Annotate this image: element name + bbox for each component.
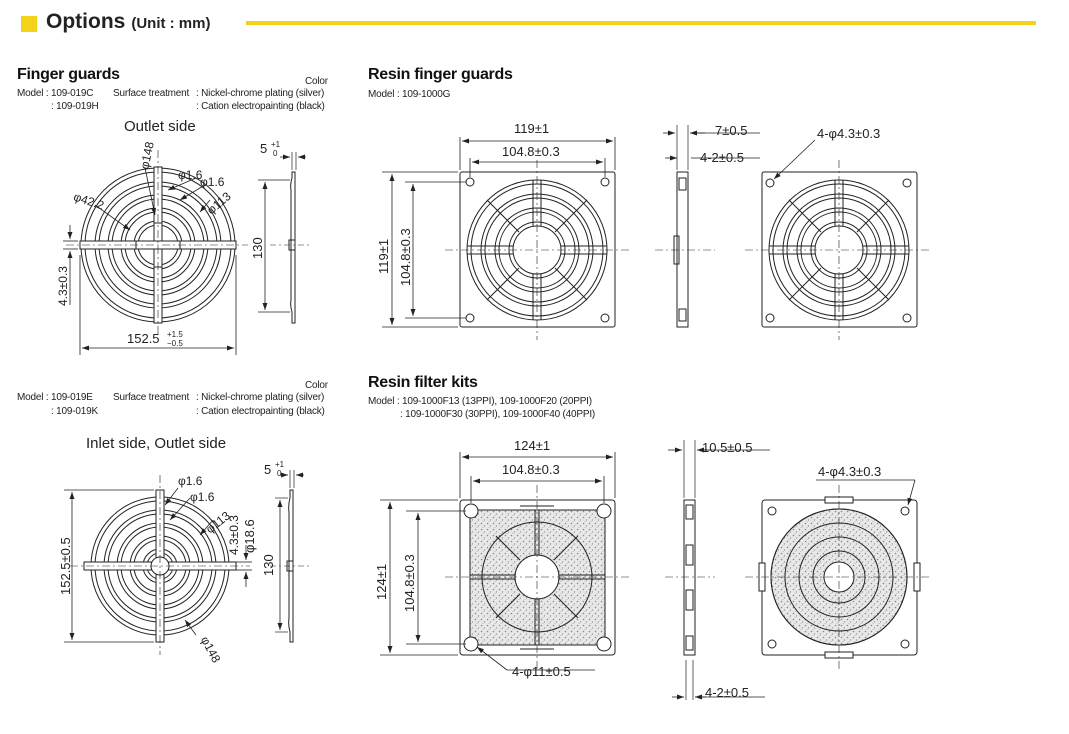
rf-t42: 4-2±0.5 [705, 685, 749, 700]
filter-kits-model-b: : 109-1000F30 (30PPI), 109-1000F40 (40PP… [400, 409, 596, 420]
fg1-t5-minus: 0 [273, 149, 278, 158]
page-title: Options (Unit : mm) [46, 10, 210, 34]
fg2-treatment-label: Surface treatment [113, 392, 190, 403]
fg2-d43: 4.3±0.3 [227, 515, 241, 555]
finger-guard-inlet-front [70, 475, 250, 655]
fg1-d113: φ113 [204, 189, 234, 217]
rg-h119: 119±1 [376, 239, 391, 274]
fg2-h1525: 152.5±0.5 [58, 537, 73, 595]
rg-w119: 119±1 [514, 121, 549, 136]
fg1-h130: 130 [250, 237, 265, 259]
fg2-d186: φ18.6 [242, 519, 257, 553]
resin-guards-title: Resin finger guards [368, 66, 513, 83]
fg2-model-a: Model : 109-019E [17, 392, 93, 403]
header-marker [21, 16, 37, 32]
fg2-h130: 130 [261, 554, 276, 576]
rf-h1048: 104.8±0.3 [402, 554, 417, 612]
fg2-t5-minus: 0 [277, 469, 282, 478]
finger-guards-title: Finger guards [17, 66, 120, 83]
filter-kit-side [665, 440, 770, 700]
rf-h124: 124±1 [374, 564, 389, 600]
fg1-d43: 4.3±0.3 [56, 266, 70, 306]
rg-holes: 4-φ4.3±0.3 [817, 126, 880, 141]
filter-kits-model-a: Model : 109-1000F13 (13PPI), 109-1000F20… [368, 396, 592, 407]
filter-kits-title: Resin filter kits [368, 374, 478, 391]
resin-guards-model: Model : 109-1000G [368, 89, 451, 100]
finger-guard-outlet-front [66, 150, 248, 335]
resin-guard-front [445, 160, 630, 340]
fg1-d16b: φ1.6 [200, 175, 225, 189]
rf-w124: 124±1 [514, 438, 550, 453]
fg2-d16a: φ1.6 [178, 474, 203, 488]
rg-t7: 7±0.5 [715, 123, 747, 138]
rf-holes43: 4-φ4.3±0.3 [818, 464, 881, 479]
color-header-2: Color [305, 380, 328, 391]
resin-guard-back [745, 139, 932, 340]
fg1-treatment-b: : Cation electropainting (black) [196, 101, 325, 112]
unit-label: (Unit : mm) [131, 15, 211, 32]
fg1-model-a: Model : 109-019C [17, 88, 94, 99]
page-title-text: Options [46, 10, 126, 33]
fg2-treatment-a: : Nickel-chrome plating (silver) [196, 392, 325, 403]
resin-guard-side [655, 125, 760, 328]
filter-kit-back [745, 479, 932, 670]
filter-kit-front [445, 485, 630, 670]
fg2-t5-plus: +1 [275, 460, 285, 469]
rf-w1048: 104.8±0.3 [502, 462, 560, 477]
fg1-w1525: 152.5 [127, 331, 160, 346]
rg-t42: 4-2±0.5 [700, 150, 744, 165]
fg2-treatment-b: : Cation electropainting (black) [196, 406, 325, 417]
fg1-treatment-label: Surface treatment [113, 88, 190, 99]
fg1-view-label: Outlet side [124, 118, 196, 135]
fg1-t5: 5 [260, 141, 267, 156]
fg1-t5-plus: +1 [271, 140, 281, 149]
fg1-d16a: φ1.6 [178, 168, 203, 182]
header-rule [246, 21, 1036, 25]
fg2-model-b: : 109-019K [51, 406, 98, 417]
fg1-tol-plus: +1.5 [167, 330, 183, 339]
rf-holes11: 4-φ11±0.5 [512, 664, 571, 679]
rg-h1048: 104.8±0.3 [398, 228, 413, 286]
fg2-t5: 5 [264, 462, 271, 477]
fg1-model-b: : 109-019H [51, 101, 99, 112]
fg1-d148: φ148 [137, 140, 157, 170]
fg1-treatment-a: : Nickel-chrome plating (silver) [196, 88, 325, 99]
fg2-d148: φ148 [198, 634, 224, 665]
rg-w1048: 104.8±0.3 [502, 144, 560, 159]
fg1-tol-minus: −0.5 [167, 339, 183, 348]
fg2-d16b: φ1.6 [190, 490, 215, 504]
fg2-view-label: Inlet side, Outlet side [86, 435, 227, 452]
rf-t105: 10.5±0.5 [702, 440, 753, 455]
color-header: Color [305, 76, 328, 87]
